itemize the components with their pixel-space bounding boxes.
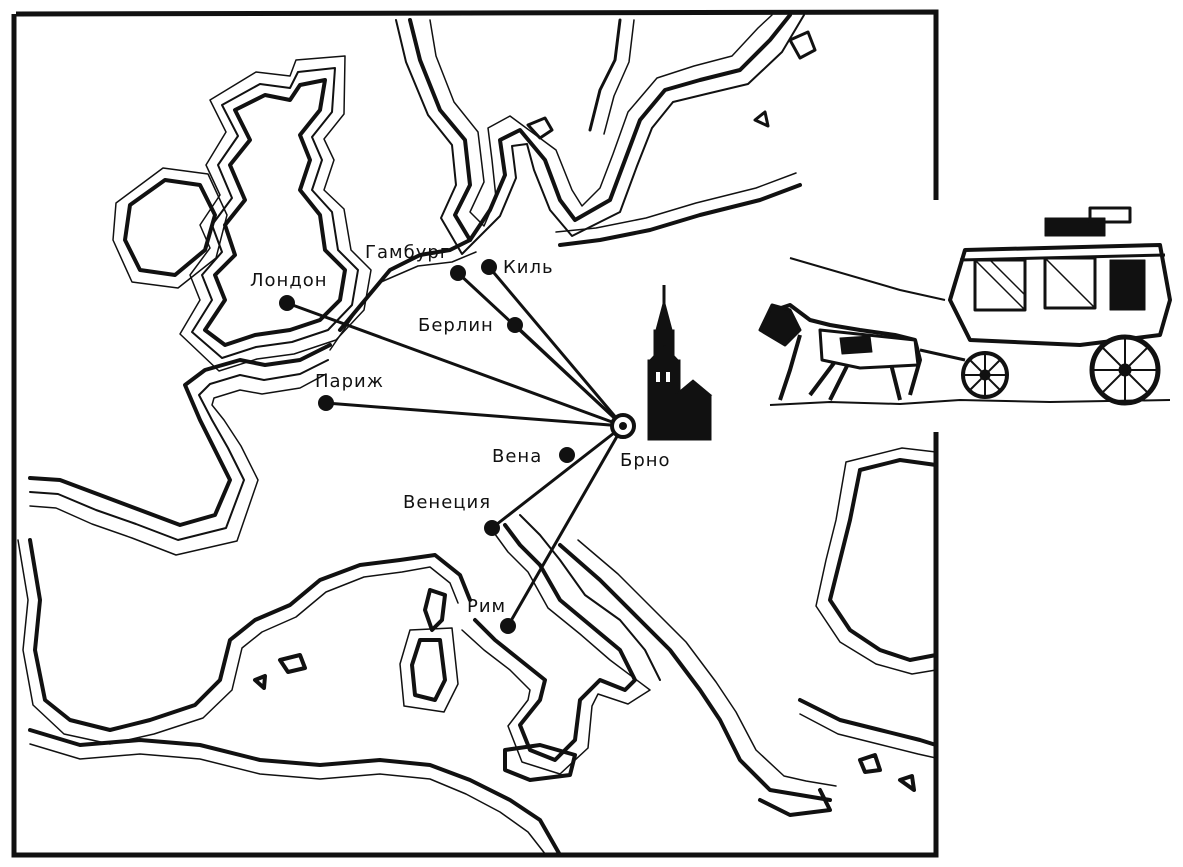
city-label-venice: Венеция [403, 492, 491, 513]
city-marker-hamburg [450, 265, 466, 281]
sicily-coast [503, 743, 577, 782]
city-marker-rome [500, 618, 516, 634]
baltic-islands [526, 30, 817, 140]
route-rome [506, 425, 625, 627]
north-africa-coast [28, 728, 562, 857]
city-label-hamburg: Гамбург [365, 242, 450, 263]
france-iberia-coast [17, 343, 472, 745]
continent-north-coast [329, 172, 802, 351]
corsica-sardinia-coast [399, 588, 459, 713]
coastlines [17, 13, 938, 857]
balkans-coast [558, 539, 837, 817]
aegean-islands [858, 753, 916, 792]
city-marker-kiel [481, 259, 497, 275]
city-label-kiel: Киль [503, 257, 554, 278]
route-london [286, 301, 624, 428]
route-paris [325, 401, 624, 428]
map-frame [11, 9, 939, 858]
cities: Лондон ГамбургКильБерлинПарижВенаВенецияР… [250, 242, 575, 634]
hub-marker-inner [619, 422, 627, 430]
city-marker-berlin [507, 317, 523, 333]
routes [286, 266, 625, 627]
city-marker-london [279, 295, 295, 311]
italy-coast [461, 514, 661, 775]
city-label-rome: Рим [467, 596, 506, 617]
city-label-berlin: Берлин [418, 315, 494, 336]
balearic-islands [253, 653, 307, 690]
route-berlin [513, 323, 625, 428]
city-marker-vienna [559, 447, 575, 463]
route-kiel [487, 266, 625, 427]
cathedral-icon [647, 285, 713, 441]
city-label-paris: Париж [315, 371, 384, 392]
city-label-london: Лондон [250, 270, 328, 291]
stagecoach-icon [758, 206, 1172, 406]
route-venice [491, 424, 624, 530]
black-sea-coast [798, 447, 938, 759]
scandinavia-coast [395, 13, 805, 255]
ireland-coast [112, 167, 228, 289]
city-label-vienna: Вена [492, 446, 542, 467]
hub-brno: Брно [610, 413, 671, 471]
city-marker-paris [318, 395, 334, 411]
hub-label: Брно [620, 450, 671, 471]
city-marker-venice [484, 520, 500, 536]
